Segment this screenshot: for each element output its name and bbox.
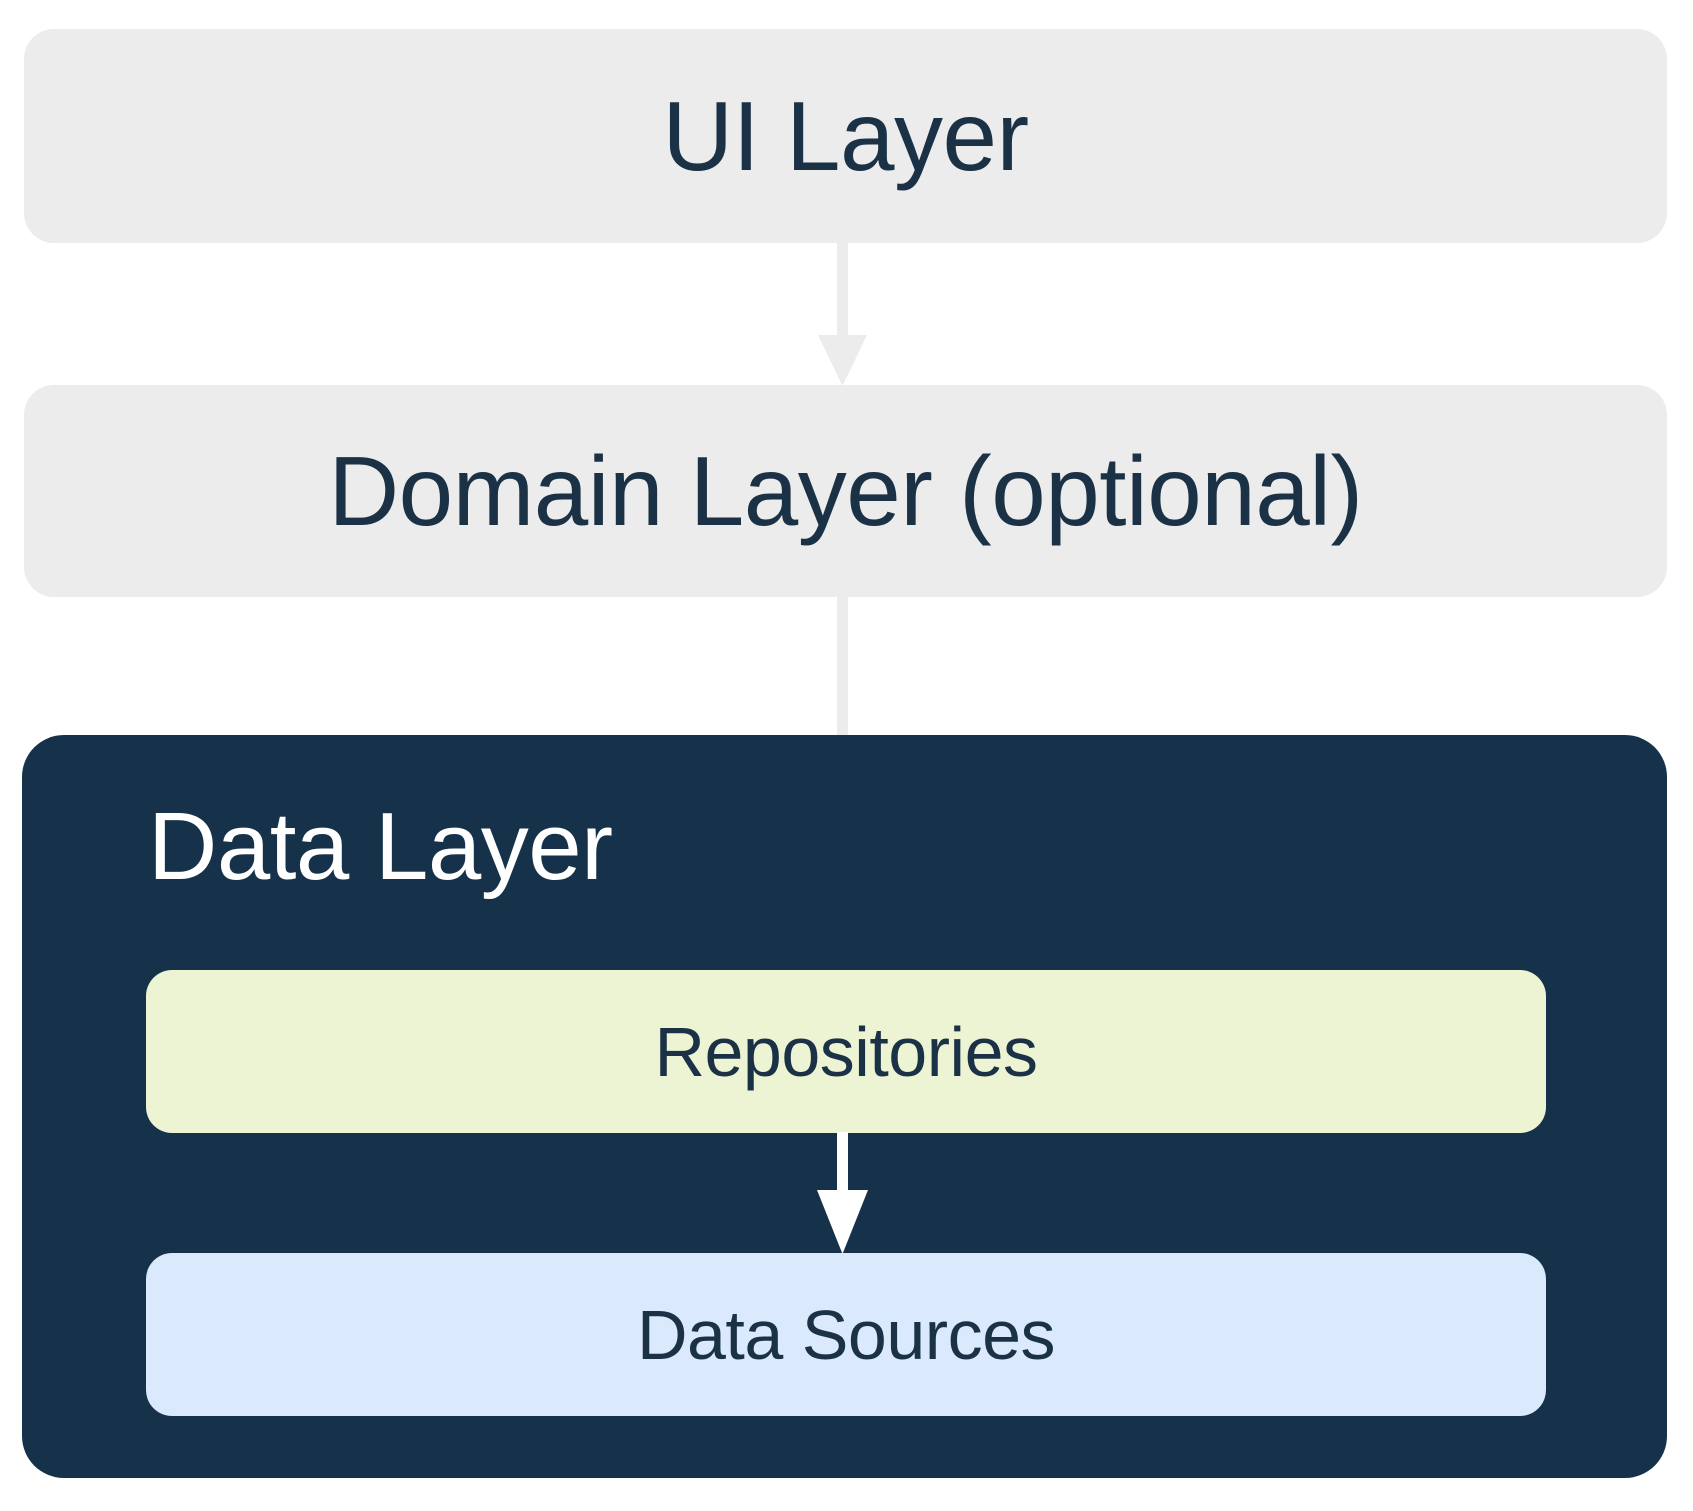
repositories-label: Repositories [654, 1012, 1038, 1091]
data-sources-box: Data Sources [146, 1253, 1546, 1416]
domain-layer-box: Domain Layer (optional) [24, 385, 1667, 597]
ui-layer-box: UI Layer [24, 29, 1667, 243]
arrow-repositories-to-data-sources-icon [817, 1132, 868, 1254]
repositories-box: Repositories [146, 970, 1546, 1133]
data-sources-label: Data Sources [636, 1295, 1056, 1374]
ui-layer-label: UI Layer [662, 81, 1029, 191]
arrow-ui-to-domain-icon [818, 243, 867, 386]
domain-layer-label: Domain Layer (optional) [328, 436, 1363, 546]
data-layer-label: Data Layer [148, 793, 613, 900]
